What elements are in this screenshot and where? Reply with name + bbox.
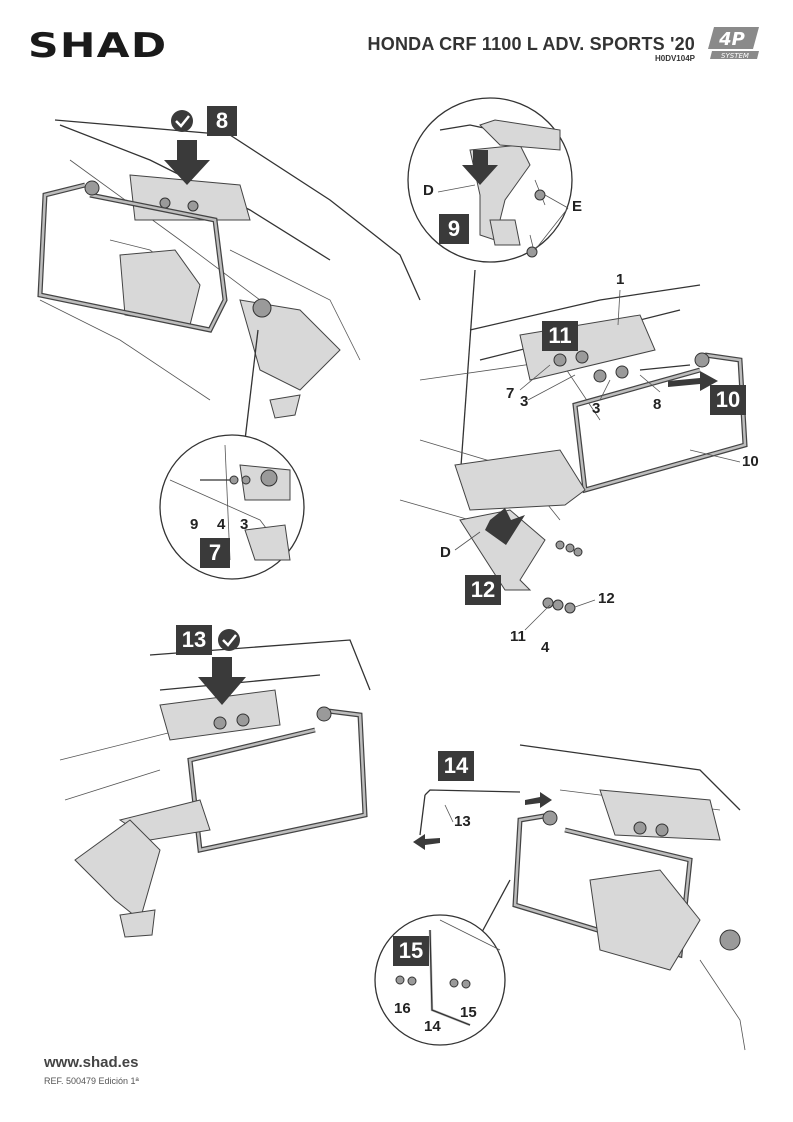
brand-logo: SHAD xyxy=(28,26,168,66)
label-part-12: 12 xyxy=(598,590,615,607)
step-badge-15: 15 xyxy=(393,936,429,966)
label-part-8: 8 xyxy=(653,396,662,413)
label-part-3b: 3 xyxy=(592,400,601,417)
label-circle-4: 4 xyxy=(217,516,226,533)
label-part-7: 7 xyxy=(506,385,515,402)
step-badge-13: 13 xyxy=(176,625,212,655)
step-badge-10: 10 xyxy=(710,385,746,415)
label-part-10: 10 xyxy=(742,453,759,470)
label-leader-lines xyxy=(437,184,741,823)
step-badge-9: 9 xyxy=(439,214,469,244)
panel-step-9-drawing xyxy=(407,97,573,481)
label-part-16: 16 xyxy=(394,1000,411,1017)
panel-step-10-drawing xyxy=(399,284,748,614)
label-part-15: 15 xyxy=(460,1004,477,1021)
label-part-4-lower: 4 xyxy=(541,639,550,656)
label-d-lower: D xyxy=(440,544,451,561)
badge-bottom-text: SYSTEM xyxy=(721,52,749,60)
label-part-13: 13 xyxy=(454,813,471,830)
label-circle-3: 3 xyxy=(240,516,249,533)
website-link[interactable]: www.shad.es xyxy=(44,1054,139,1071)
model-reference: H0DV104P xyxy=(654,54,695,63)
label-part-14: 14 xyxy=(424,1018,441,1035)
step-badge-14: 14 xyxy=(438,751,474,781)
panel-step-8-drawing xyxy=(37,110,421,580)
document-reference: REF. 500479 Edición 1ª xyxy=(44,1076,139,1086)
label-e: E xyxy=(572,198,583,215)
panel-step-13-drawing xyxy=(59,629,371,938)
4p-system-badge: 4P SYSTEM xyxy=(706,25,761,61)
badge-top-text: 4P xyxy=(718,29,745,50)
step-badge-8: 8 xyxy=(207,106,237,136)
label-part-1: 1 xyxy=(616,271,625,288)
label-d-upper: D xyxy=(423,182,434,199)
step-badge-12: 12 xyxy=(465,575,501,605)
label-circle-9: 9 xyxy=(190,516,199,533)
model-title: HONDA CRF 1100 L ADV. SPORTS '20 xyxy=(367,34,695,54)
panel-step-14-drawing xyxy=(374,744,746,1051)
label-part-11: 11 xyxy=(510,628,526,645)
step-badge-11: 11 xyxy=(542,321,578,351)
step-badge-7: 7 xyxy=(200,538,230,568)
label-part-3a: 3 xyxy=(520,393,529,410)
